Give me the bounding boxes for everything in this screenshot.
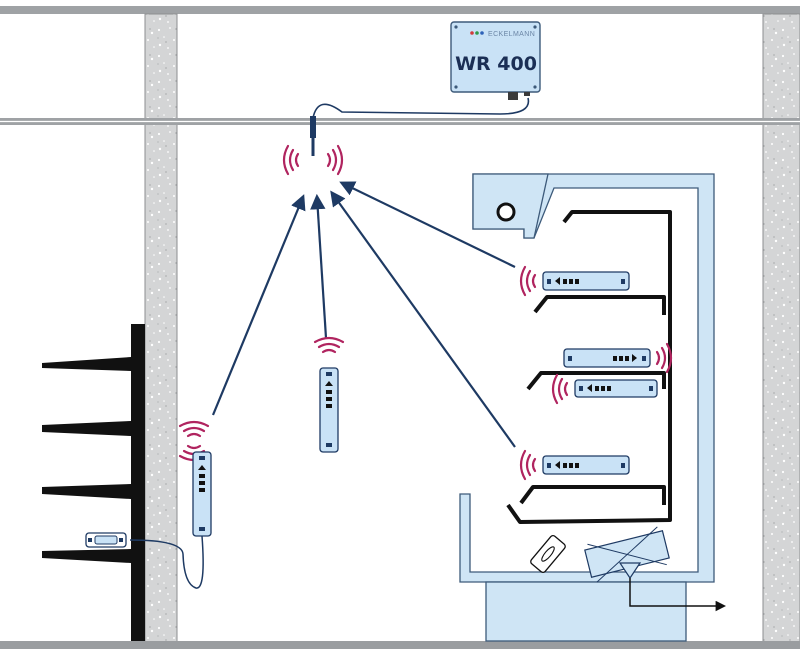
shelf-bracket-4 xyxy=(42,549,131,563)
receiver-brand: ECKELMANN xyxy=(488,31,535,38)
probe-cable xyxy=(129,535,204,589)
ceiling-slab xyxy=(0,6,800,14)
shelf-upright xyxy=(131,324,145,641)
left-wall xyxy=(144,13,178,649)
arrow-from-wall-sensor xyxy=(211,194,306,416)
arrow-from-bottom-case-sensor xyxy=(330,190,516,448)
temperature-probe xyxy=(85,532,127,548)
floor-strip xyxy=(0,641,800,649)
wall-shelving xyxy=(42,324,145,641)
wall-sensor-signal-icon xyxy=(178,420,210,438)
free-sensor-signal-icon xyxy=(313,336,345,354)
drain-pipe xyxy=(629,578,727,612)
case-upper-shelf-sensor xyxy=(519,265,630,297)
case-base xyxy=(485,581,687,642)
receiver-wr400: ECKELMANN WR 400 xyxy=(450,21,541,100)
shelf-bracket-3 xyxy=(42,484,131,499)
case-middle-lower-sensor xyxy=(551,373,658,405)
shelf-bracket-1 xyxy=(42,357,131,371)
antenna-cable xyxy=(312,97,530,125)
wall-sensor xyxy=(178,420,212,537)
receiver-led-red xyxy=(470,31,474,35)
fan-unit xyxy=(530,535,566,573)
right-wall xyxy=(762,13,800,649)
case-bottom-shelf-sensor xyxy=(519,449,630,481)
middle-lower-sensor-signal-icon xyxy=(551,373,569,405)
upper-sensor-signal-icon xyxy=(519,265,537,297)
case-middle-shelf-sensor xyxy=(563,342,673,374)
receiver-box xyxy=(450,21,541,93)
case-shelf-2 xyxy=(526,371,666,391)
case-shelf-3 xyxy=(519,485,666,505)
display-case xyxy=(459,173,727,642)
drain-triangle xyxy=(618,562,642,580)
case-shelf-1 xyxy=(533,295,666,315)
receiver-led-green xyxy=(475,31,479,35)
shelf-bracket-2 xyxy=(42,421,131,436)
transmission-arrows xyxy=(211,181,516,448)
receiver-led-blue xyxy=(480,31,484,35)
building-structure xyxy=(0,6,800,649)
bottom-sensor-signal-icon xyxy=(519,449,537,481)
arrow-from-free-sensor xyxy=(310,193,328,339)
free-standing-sensor xyxy=(313,336,345,453)
arrow-from-upper-case-sensor xyxy=(339,181,516,268)
case-light-roller xyxy=(496,202,516,222)
receiver-model: WR 400 xyxy=(455,53,537,75)
antenna xyxy=(310,116,316,156)
